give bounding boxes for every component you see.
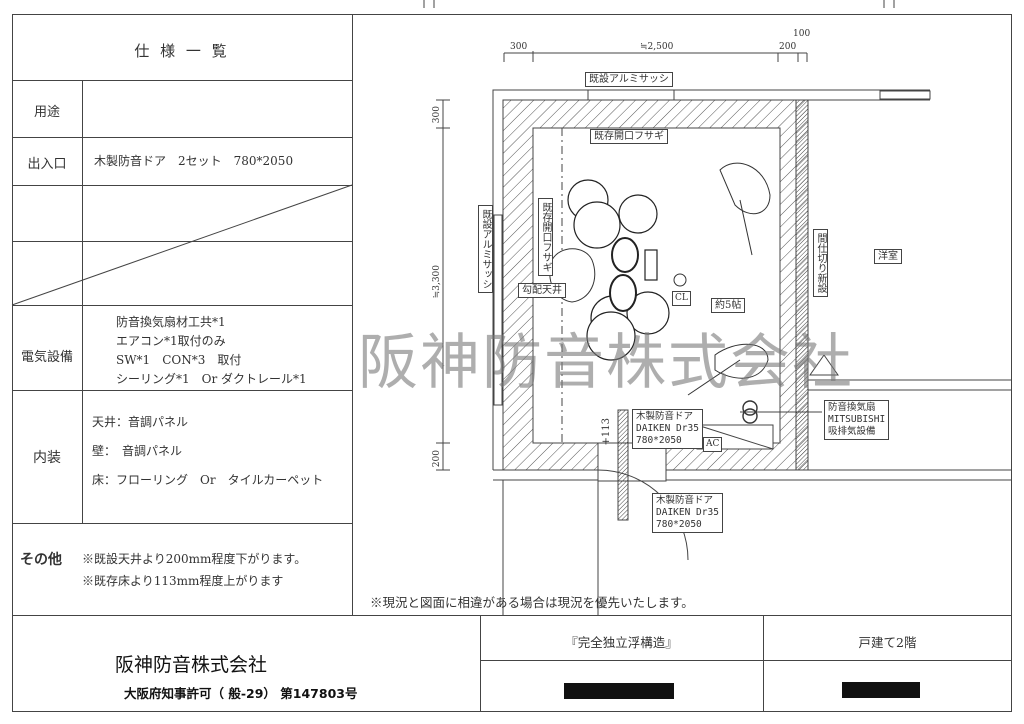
label-room-size: 約5帖	[711, 298, 746, 313]
divider	[12, 80, 352, 81]
drum-kit	[567, 179, 670, 361]
door-inner-line: 780*2050	[636, 435, 682, 446]
label-western-room: 洋室	[874, 249, 902, 264]
redacted-field	[842, 682, 920, 698]
license-number: 大阪府知事許可（ 般-29） 第147803号	[124, 686, 358, 701]
dim-door-rise: +113	[601, 418, 612, 446]
label-ac: AC	[703, 437, 723, 452]
row-label-usage: 用途	[33, 105, 60, 120]
company-name: 阪神防音株式会社	[115, 654, 268, 676]
row-label-entrance: 出入口	[27, 157, 67, 172]
door-inner-spec: 木製防音ドア DAIKEN Dr35 780*2050	[632, 409, 703, 449]
redacted-field	[564, 683, 674, 699]
fan-line: 防音換気扇	[828, 402, 876, 413]
electrical-line: シーリング*1 Or ダクトレール*1	[116, 372, 307, 386]
interior-line: 床：フローリング Or タイルカーペット	[92, 473, 324, 487]
door-outer-spec: 木製防音ドア DAIKEN Dr35 780*2050	[652, 493, 723, 533]
dim-left-bottom: 200	[432, 450, 442, 468]
divider	[12, 390, 352, 391]
divider	[12, 305, 352, 306]
electrical-line: 防音換気扇材工共*1	[116, 315, 226, 329]
divider	[12, 523, 352, 524]
other-label: その他	[20, 552, 62, 568]
fan-line: 吸排気設備	[828, 426, 876, 437]
label-opening-top: 既存開口フサギ	[590, 129, 668, 144]
dim-top-right: 200	[779, 42, 797, 52]
electrical-values: 防音換気扇材工共*1 エアコン*1取付のみ SW*1 CON*3 取付 シーリン…	[116, 313, 307, 389]
discrepancy-note: ※現況と図面に相違がある場合は現況を優先いたします。	[370, 595, 694, 610]
label-ceiling-light: CL	[672, 291, 691, 306]
door-outer-line: DAIKEN Dr35	[656, 507, 719, 518]
dim-top-far: 100	[793, 29, 811, 39]
other-line: ※既設天井より200mm程度下がります。	[82, 552, 307, 566]
row-label-interior: 内装	[33, 450, 61, 466]
divider	[352, 14, 353, 615]
door-inner-line: 木製防音ドア	[636, 411, 694, 422]
entrance-value: 木製防音ドア 2セット 780*2050	[94, 154, 294, 168]
divider	[12, 241, 352, 242]
label-opening-left: 既存開口フサギ	[538, 198, 553, 276]
label-sash-left: 既設アルミサッシ	[478, 205, 493, 293]
electrical-line: エアコン*1取付のみ	[116, 334, 226, 348]
electrical-line: SW*1 CON*3 取付	[116, 353, 242, 367]
divider	[82, 80, 83, 523]
row-label-electrical: 電気設備	[20, 350, 73, 365]
divider	[12, 137, 352, 138]
dim-left-mid: ≒3,300	[432, 265, 442, 299]
label-partition: 間仕切り新設	[813, 229, 828, 297]
building-type: 戸建て2階	[858, 635, 917, 650]
fan-line: MITSUBISHI	[828, 414, 886, 425]
fan-spec: 防音換気扇 MITSUBISHI 吸排気設備	[824, 400, 890, 440]
interior-line: 天井：音調パネル	[92, 415, 189, 429]
divider	[480, 615, 481, 712]
divider	[12, 185, 352, 186]
door-inner-line: DAIKEN Dr35	[636, 423, 699, 434]
watermark: 阪神防音株式会社	[358, 328, 854, 398]
dim-top-mid: ≒2,500	[640, 42, 674, 52]
door-outer-line: 木製防音ドア	[656, 495, 714, 506]
dim-left-top: 300	[432, 106, 442, 124]
label-sash-top: 既設アルミサッシ	[585, 72, 673, 87]
divider	[12, 615, 1012, 616]
other-values: ※既設天井より200mm程度下がります。 ※既存床より113mm程度上がります	[82, 548, 306, 592]
divider	[480, 660, 1012, 661]
dim-top-left: 300	[510, 42, 528, 52]
sheet-frame	[12, 14, 1012, 712]
other-line: ※既存床より113mm程度上がります	[82, 574, 284, 588]
label-sloped-ceiling: 勾配天井	[518, 283, 566, 298]
interior-values: 天井：音調パネル 壁： 音調パネル 床：フローリング Or タイルカーペット	[92, 408, 323, 495]
structure-type: 『完全独立浮構造』	[565, 635, 678, 650]
divider	[763, 615, 764, 712]
door-outer-line: 780*2050	[656, 519, 702, 530]
interior-line: 壁： 音調パネル	[92, 444, 183, 458]
spec-title: 仕 様 一 覧	[134, 42, 230, 60]
